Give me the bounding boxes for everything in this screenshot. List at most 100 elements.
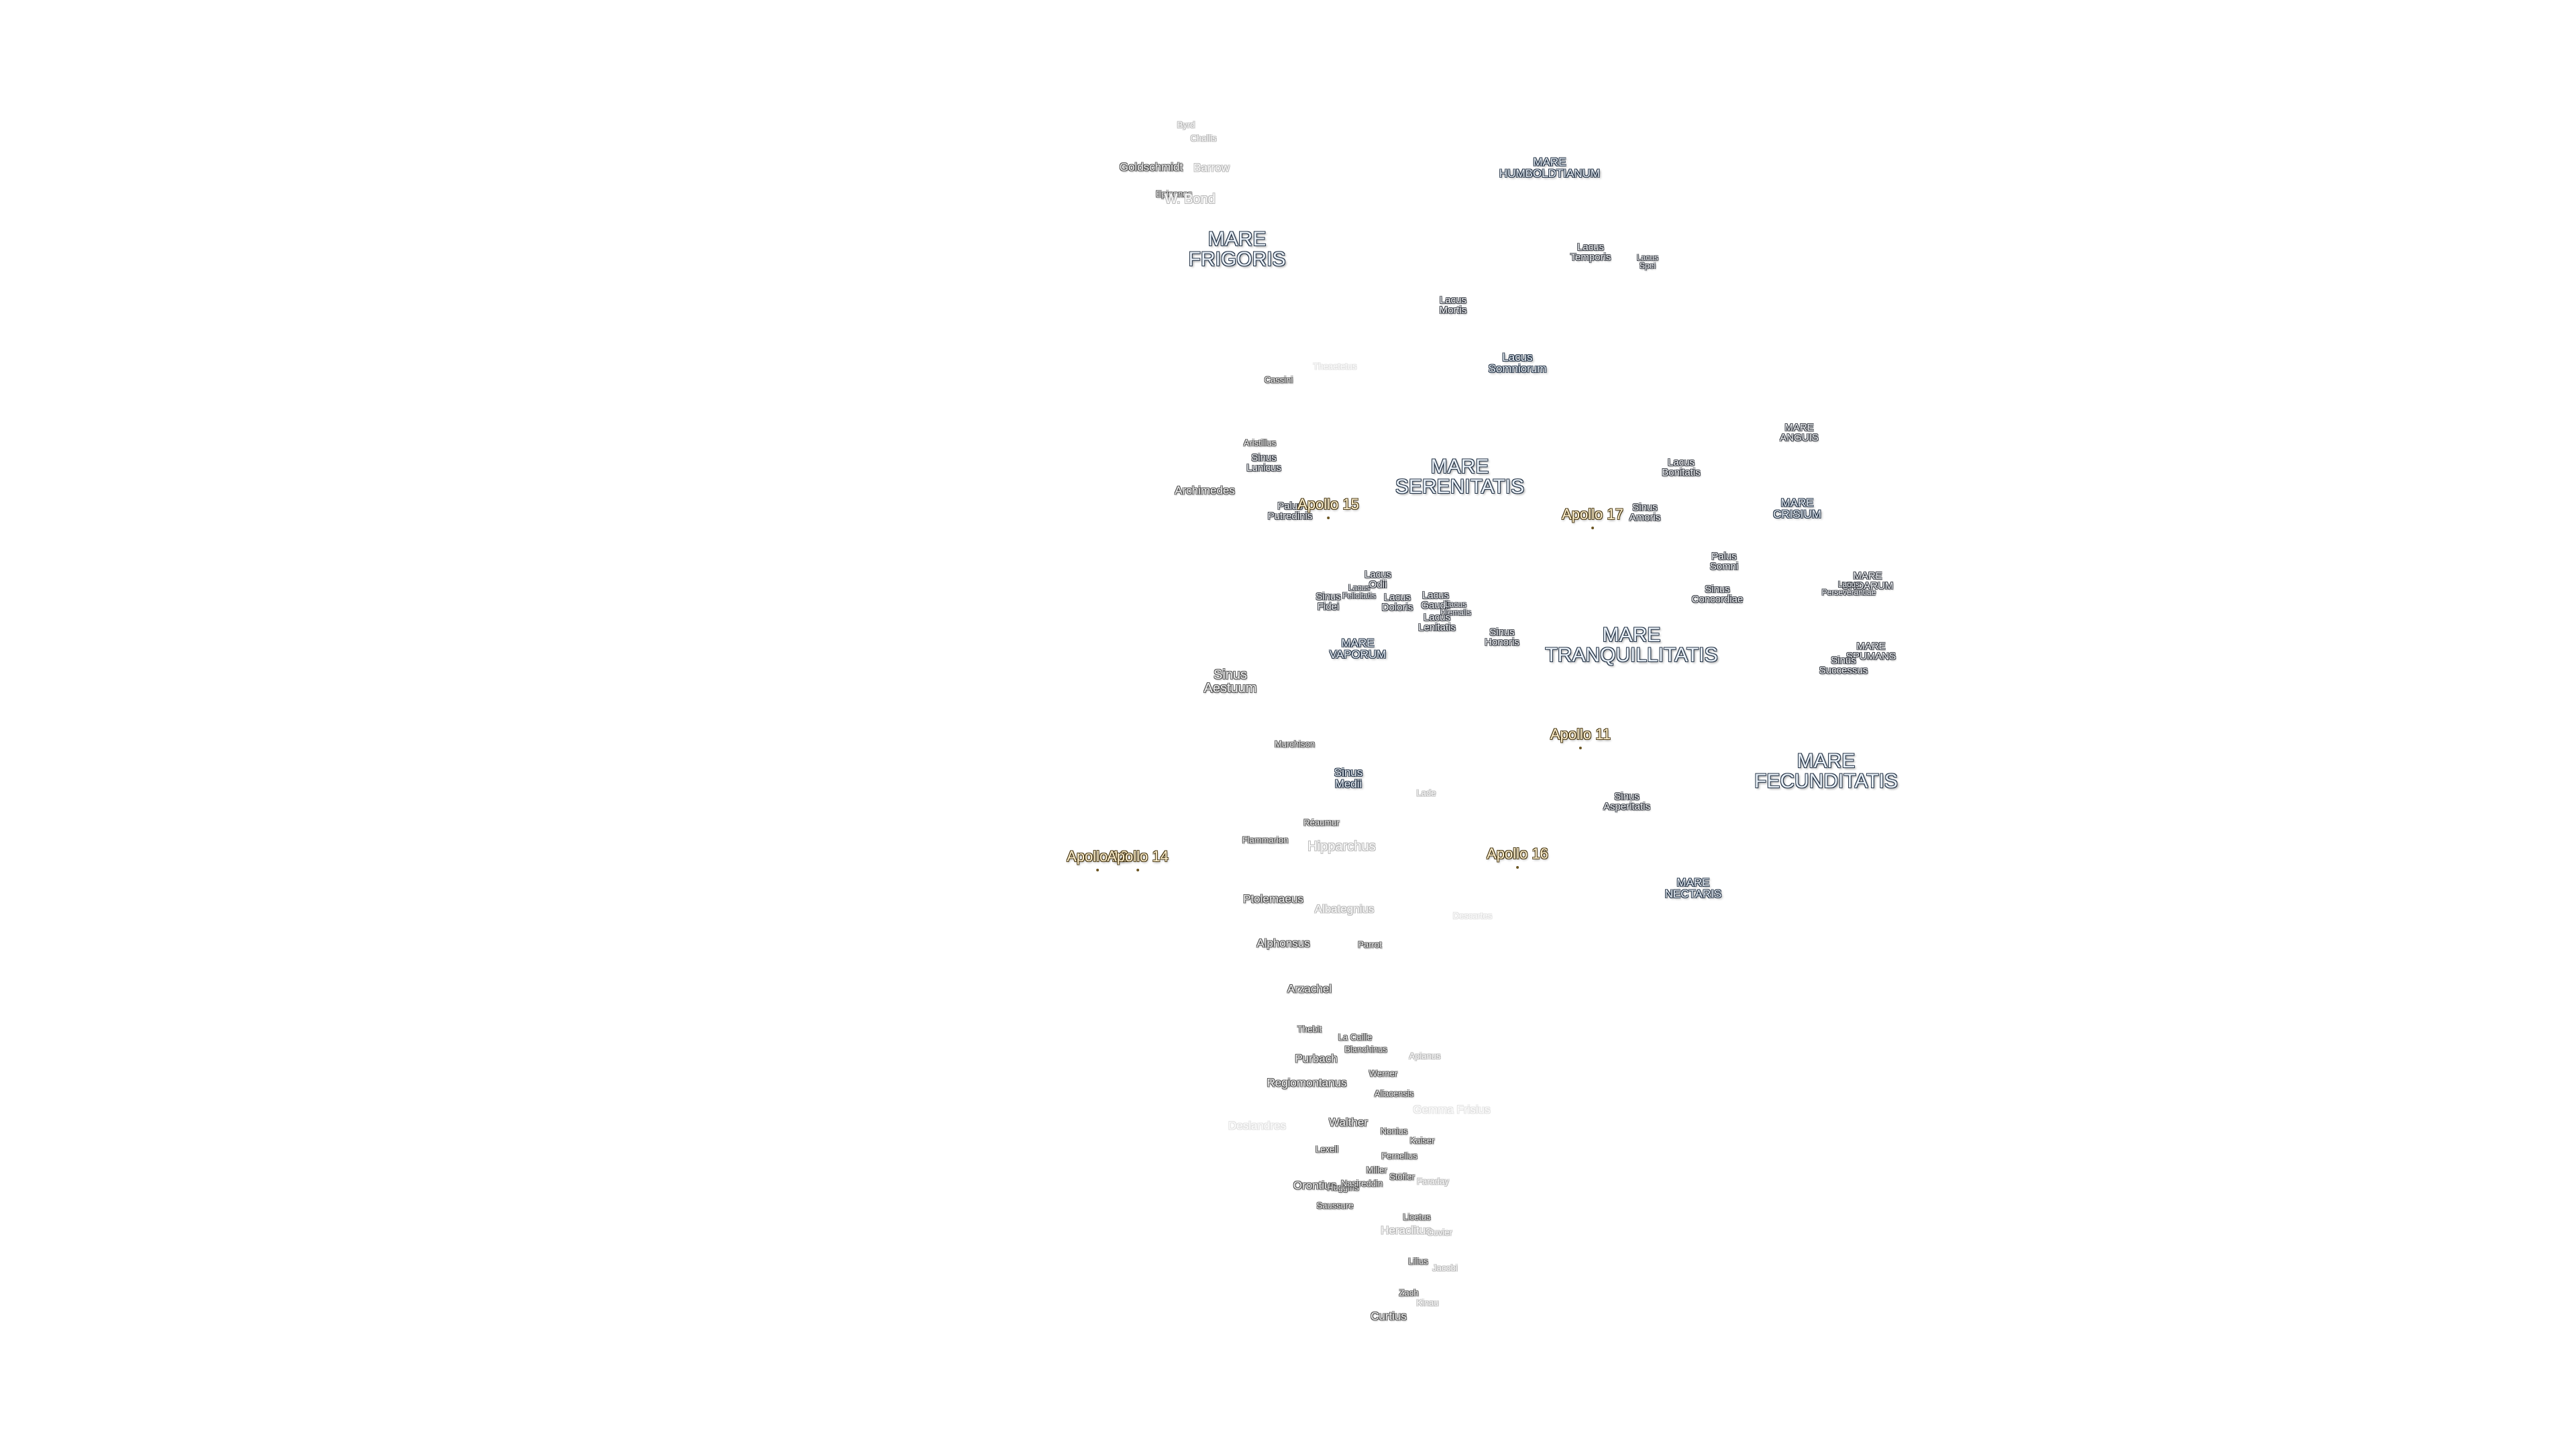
feature-label-faraday[interactable]: Faraday [1417,1177,1449,1186]
feature-label-jacobi[interactable]: Jacobi [1432,1264,1458,1273]
apollo-site-apollo-11[interactable]: Apollo 11 [1550,726,1611,749]
feature-label-line: Successus [1819,665,1868,676]
feature-label-line: Sinus [1614,791,1640,802]
feature-label-nonius[interactable]: Nonius [1381,1127,1407,1136]
apollo-site-apollo-16[interactable]: Apollo 16 [1487,845,1548,869]
feature-label-ptolemaeus[interactable]: Ptolemaeus [1243,894,1303,905]
feature-label-zach[interactable]: Zach [1399,1289,1419,1297]
feature-label-lade[interactable]: Lade [1417,789,1436,798]
feature-label-curtius[interactable]: Curtius [1371,1311,1407,1322]
feature-label-line: Archimedes [1175,484,1235,497]
apollo-site-apollo-12[interactable]: Apollo 12 [1067,848,1128,871]
feature-label-albategnius[interactable]: Albategnius [1315,904,1375,915]
feature-label-lexell[interactable]: Lexell [1316,1145,1338,1154]
feature-label-flammarion[interactable]: Flammarion [1242,836,1289,845]
feature-label-archimedes[interactable]: Archimedes [1175,485,1235,496]
feature-label-lilius[interactable]: Lilius [1408,1257,1428,1266]
feature-label-walther[interactable]: Walther [1329,1117,1368,1128]
apollo-site-apollo-14[interactable]: Apollo 14 [1107,848,1169,871]
feature-label-arzachel[interactable]: Arzachel [1287,983,1332,995]
apollo-site-apollo-15[interactable]: Apollo 15 [1297,496,1359,519]
feature-label-kaiser[interactable]: Kaiser [1410,1136,1435,1145]
feature-label-cuvier[interactable]: Cuvier [1427,1228,1452,1237]
feature-label-line: Spei [1639,261,1656,270]
feature-label-hipparchus[interactable]: Hipparchus [1307,840,1375,853]
feature-label-murchison[interactable]: Murchison [1275,740,1315,749]
feature-label-purbach[interactable]: Purbach [1295,1053,1337,1065]
feature-label-miller[interactable]: Miller [1366,1166,1387,1175]
feature-label-regiomontanus[interactable]: Regiomontanus [1267,1077,1346,1089]
feature-label-saussure[interactable]: Saussure [1317,1201,1354,1210]
feature-label-werner[interactable]: Werner [1369,1069,1397,1078]
feature-label-heraclitus[interactable]: Heraclitus [1381,1225,1432,1236]
feature-label-blanchinus[interactable]: Blanchinus [1344,1045,1387,1054]
feature-label-deslandres[interactable]: Deslandres [1228,1120,1286,1132]
feature-label-kinau[interactable]: Kinau [1416,1299,1438,1307]
feature-label-epigenes[interactable]: Epigenes [1156,190,1192,199]
feature-label-alphonsus[interactable]: Alphonsus [1256,938,1309,949]
feature-label-gemma-frisius[interactable]: Gemma Frisius [1413,1104,1490,1116]
feature-label-thebit[interactable]: Thebit [1297,1025,1322,1034]
feature-label-orontius[interactable]: Orontius [1293,1180,1336,1191]
feature-label-aristillus[interactable]: Aristillus [1244,439,1276,447]
feature-label-reaumur[interactable]: Réaumur [1303,818,1339,827]
feature-label-barrow[interactable]: Barrow [1193,162,1230,174]
feature-label-challis[interactable]: Challis [1190,134,1216,143]
feature-label-line: Lacus [1636,253,1659,262]
feature-label-la-caille[interactable]: La Caille [1338,1033,1373,1042]
feature-label-nasireddin[interactable]: Nasireddin [1341,1179,1383,1188]
feature-label-huggins[interactable]: Huggins [1327,1183,1359,1192]
feature-label-line: Zach [1399,1287,1419,1298]
feature-label-parrot[interactable]: Parrot [1358,941,1381,949]
feature-label-apianus[interactable]: Apianus [1409,1052,1441,1061]
feature-label-theaetetus[interactable]: Theaetetus [1313,362,1356,371]
feature-label-descartes[interactable]: Descartes [1453,912,1493,920]
feature-label-stofler[interactable]: Stöfler [1389,1173,1415,1181]
feature-label-aliacensis[interactable]: Aliacensis [1375,1089,1414,1098]
feature-label-licetus[interactable]: Licetus [1403,1213,1430,1222]
apollo-site-apollo-17[interactable]: Apollo 17 [1562,506,1623,529]
feature-label-fernelius[interactable]: Fernelius [1381,1152,1417,1161]
feature-label-line: Bonitatis [1662,467,1701,478]
feature-label-cassini[interactable]: Cassini [1265,376,1293,384]
feature-label-w-bond[interactable]: W. Bond [1165,193,1216,206]
feature-label-byrd[interactable]: Byrd [1177,121,1195,129]
feature-label-line: Lacus [1576,241,1605,253]
feature-label-goldschmidt[interactable]: Goldschmidt [1120,162,1183,173]
